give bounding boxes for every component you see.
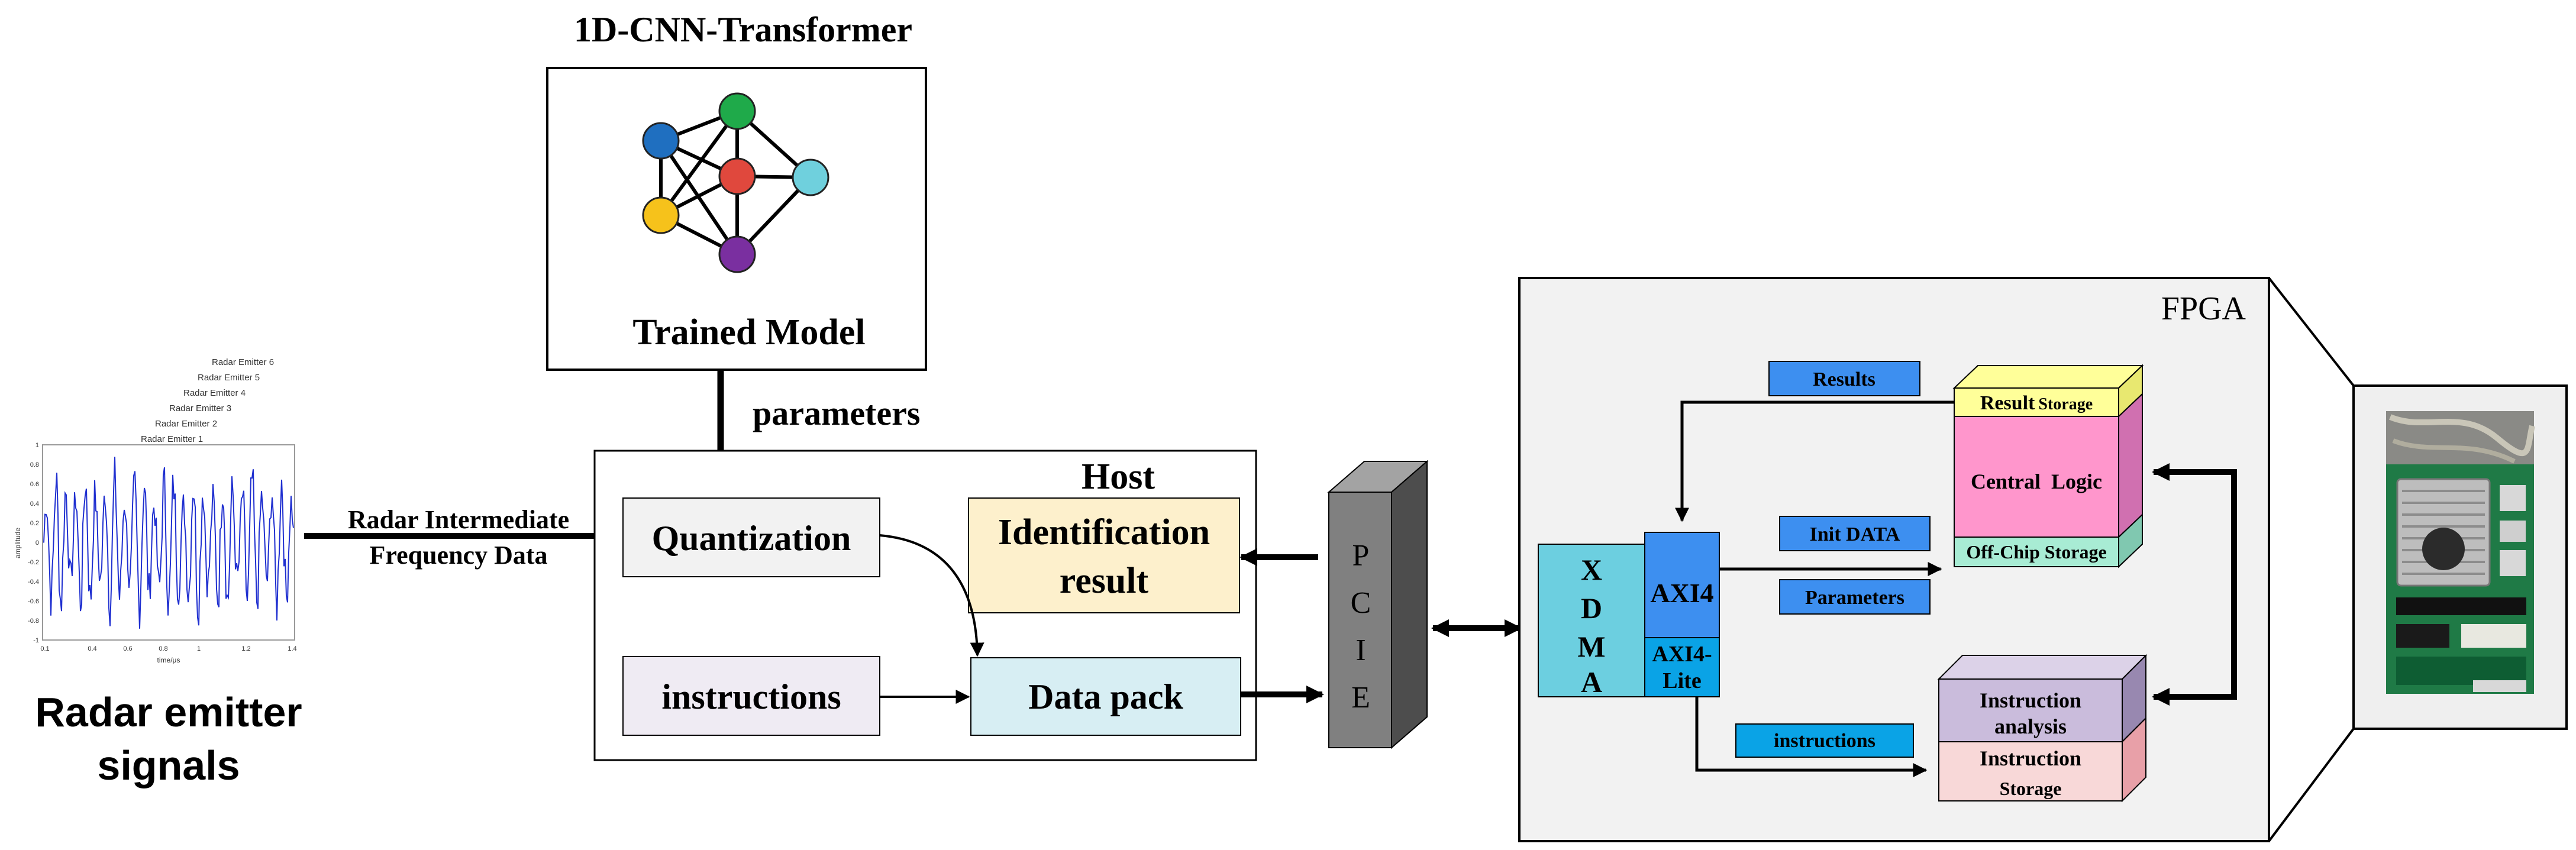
- network-nodes: [642, 92, 829, 273]
- y-tick-label: -0.2: [28, 559, 39, 566]
- quantization-to-datapack-arrow: [879, 534, 984, 657]
- signal-x-axis-label: time/μs: [157, 656, 180, 664]
- parameters-tag: [1779, 579, 1931, 615]
- quantization-box: [622, 497, 880, 577]
- zoom-line-top: [2268, 277, 2355, 387]
- node-icon: [718, 92, 756, 130]
- xdma-letter: D: [1581, 592, 1602, 625]
- xdma-block: [1538, 544, 1645, 697]
- axi4-lite-label-line1: AXI4-: [1652, 642, 1712, 667]
- host-title: Host: [1082, 457, 1155, 497]
- central-logic-block: [1954, 416, 2119, 538]
- legend-entry: Radar Emitter 5: [198, 373, 260, 383]
- x-tick-label: 0.8: [159, 645, 167, 652]
- identification-label-line1: Identification: [998, 512, 1210, 552]
- axi4-lite-block: [1644, 637, 1720, 697]
- data-pack-label: Data pack: [1028, 677, 1183, 716]
- model-title: 1D-CNN-Transformer: [574, 10, 912, 49]
- instruction-storage-label-line1: Instruction: [1980, 746, 2081, 770]
- y-tick-label: 0.6: [30, 481, 39, 488]
- instruction-storage-block: [1938, 741, 2123, 801]
- signal-label-line2: signals: [97, 742, 240, 788]
- signal-plot-frame: [42, 444, 295, 641]
- pcie-letter: P: [1352, 539, 1370, 573]
- legend-entry: Radar Emitter 3: [169, 403, 231, 413]
- result-storage-block: [1954, 387, 2119, 417]
- node-icon: [642, 196, 680, 234]
- instruction-analysis-label-line2: analysis: [1994, 715, 2067, 738]
- instruction-analysis-block: [1938, 678, 2123, 742]
- y-tick-label: -0.6: [28, 598, 39, 605]
- x-tick-label: 0.6: [123, 645, 132, 652]
- axi4-lite-label-line2: Lite: [1663, 668, 1701, 693]
- legend-entry: Radar Emitter 1: [141, 434, 203, 444]
- signal-y-ticks: 1 0.8 0.6 0.4 0.2 0 -0.2 -0.4 -0.6 -0.8 …: [28, 442, 39, 644]
- node-icon: [792, 159, 829, 196]
- x-tick-label: 0.4: [88, 645, 96, 652]
- x-tick-label: 1.4: [288, 645, 296, 652]
- parameters-tag-label: Parameters: [1805, 587, 1904, 609]
- init-data-tag-label: Init DATA: [1810, 523, 1900, 545]
- y-tick-label: 0.8: [30, 461, 39, 468]
- instruction-stack: [1937, 654, 2148, 803]
- node-icon: [642, 122, 680, 160]
- x-tick-label: 0.1: [40, 645, 49, 652]
- fpga-title: FPGA: [2161, 290, 2246, 327]
- axi4-label: AXI4: [1650, 578, 1713, 608]
- x-tick-label: 1.2: [241, 645, 250, 652]
- y-tick-label: -0.8: [28, 618, 39, 625]
- signal-waveform: [43, 457, 294, 629]
- legend-entry: Radar Emitter 4: [183, 388, 246, 398]
- instructions-tag: [1735, 723, 1914, 758]
- trained-model-caption: Trained Model: [632, 312, 865, 353]
- y-tick-label: 1: [35, 442, 39, 449]
- axi4lite-to-instruction-arrow: [1695, 697, 1928, 777]
- instruction-analysis-label-line1: Instruction: [1980, 689, 2081, 712]
- pcie-letter: C: [1351, 586, 1371, 620]
- instructions-label: instructions: [661, 677, 841, 716]
- pcie-block: P C I E: [1327, 460, 1429, 749]
- signal-label-line1: Radar emitter: [35, 689, 302, 735]
- quantization-label: Quantization: [652, 519, 851, 558]
- central-logic-label: Central Logic: [1971, 470, 2102, 493]
- radar-if-label-line1: Radar Intermediate: [348, 505, 569, 534]
- identification-result-box: [968, 497, 1240, 613]
- y-tick-label: 0.4: [30, 500, 39, 508]
- fpga-board-photo: [2386, 411, 2535, 694]
- y-tick-label: -1: [33, 637, 39, 644]
- legend-entry: Radar Emitter 6: [212, 357, 274, 367]
- results-tag-label: Results: [1813, 369, 1875, 390]
- y-tick-label: 0: [35, 539, 39, 547]
- node-icon: [718, 157, 756, 195]
- results-tag: [1768, 361, 1920, 396]
- signal-x-ticks: 0.1 0.4 0.6 0.8 1 1.2 1.4: [40, 645, 296, 652]
- parameters-label: parameters: [753, 394, 920, 432]
- pcie-letter: I: [1355, 634, 1366, 667]
- xdma-letter: A: [1581, 665, 1602, 699]
- legend-entry: Radar Emitter 2: [155, 419, 217, 429]
- xdma-letter: M: [1577, 630, 1605, 663]
- central-instruction-bidirectional-arrow: [2152, 463, 2237, 706]
- instructions-tag-label: instructions: [1774, 730, 1875, 752]
- radar-if-label-line2: Frequency Data: [369, 541, 547, 570]
- init-data-tag: [1779, 516, 1931, 551]
- node-icon: [718, 235, 756, 273]
- xdma-letter: X: [1581, 553, 1602, 586]
- results-to-axi4-arrow: [1675, 400, 1954, 522]
- x-tick-label: 1: [197, 645, 201, 652]
- y-tick-label: 0.2: [30, 520, 39, 527]
- identification-label-line2: result: [1060, 561, 1149, 601]
- zoom-line-bottom: [2268, 728, 2355, 842]
- instruction-storage-label-line2: Storage: [2000, 778, 2062, 799]
- data-pack-box: [970, 657, 1241, 736]
- instructions-box: [622, 656, 880, 736]
- y-tick-label: -0.4: [28, 578, 39, 586]
- pcie-letter: E: [1351, 681, 1370, 715]
- off-chip-storage-block: [1954, 536, 2119, 567]
- signal-y-axis-label: amplitude: [14, 528, 22, 558]
- off-chip-storage-label: Off-Chip Storage: [1966, 541, 2106, 563]
- signal-legend: Radar Emitter 6 Radar Emitter 5 Radar Em…: [141, 357, 274, 444]
